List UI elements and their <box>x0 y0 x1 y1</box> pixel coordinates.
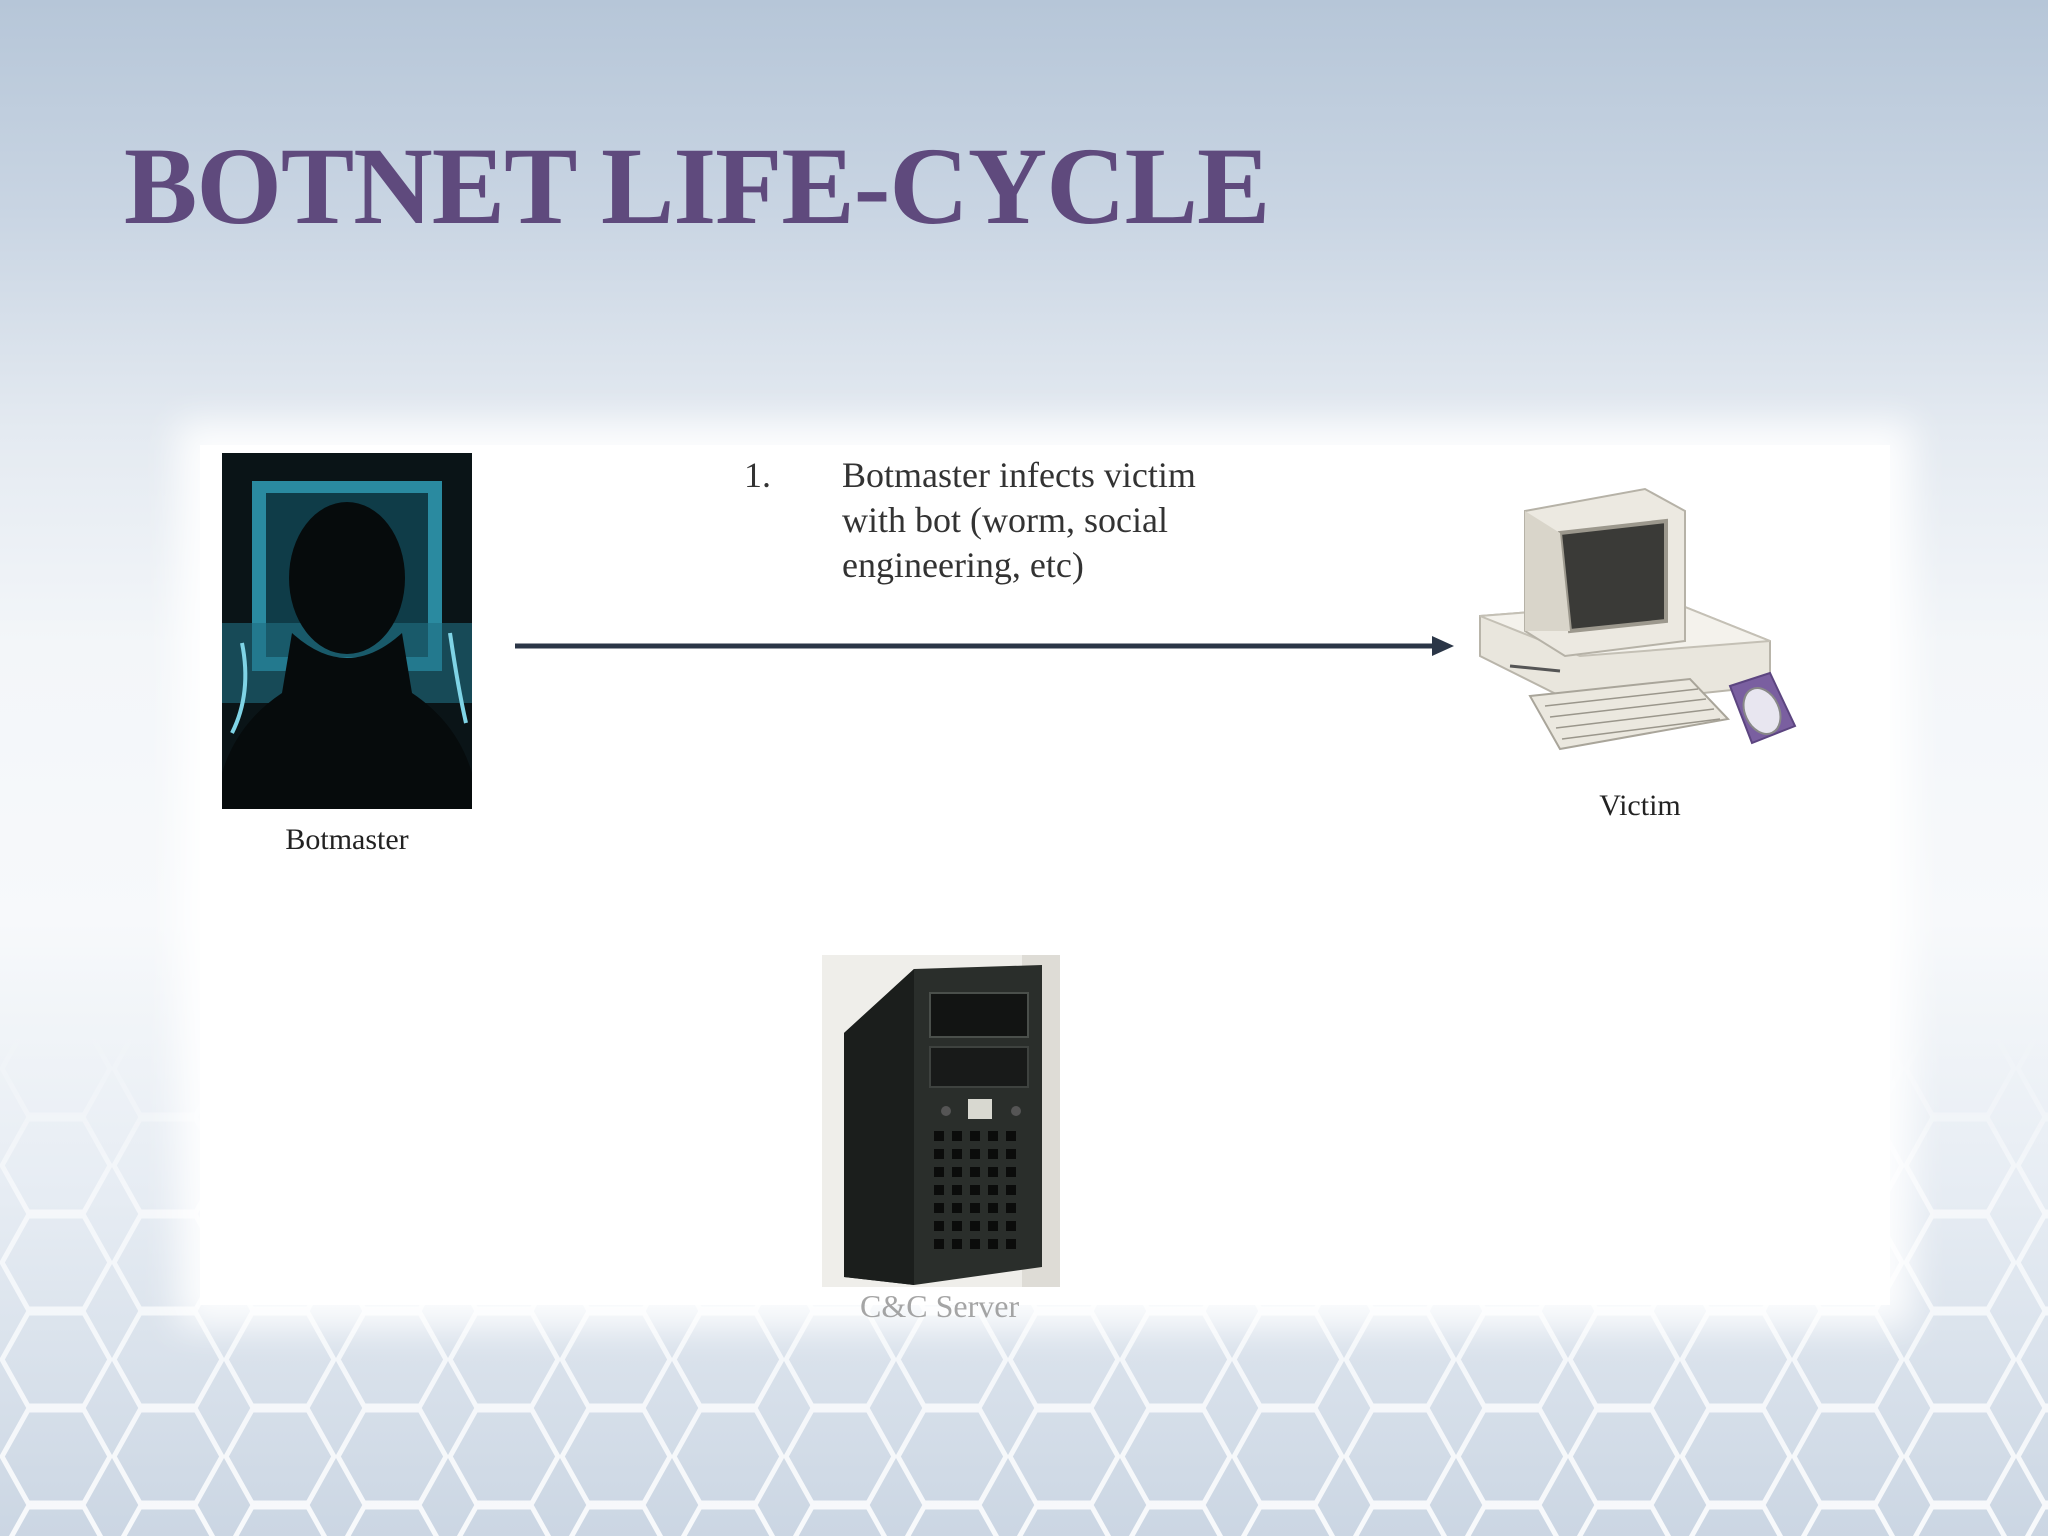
victim-label: Victim <box>1599 789 1681 822</box>
slide-title: BOTNET LIFE-CYCLE <box>124 125 1270 247</box>
server-tower-icon <box>822 955 1060 1287</box>
infection-arrow <box>515 636 1454 656</box>
botmaster-label: Botmaster <box>285 823 409 856</box>
victim-computer <box>1470 481 1810 771</box>
desktop-computer-icon <box>1479 487 1797 751</box>
hacker-silhouette-icon <box>222 453 472 809</box>
step-number: 1. <box>744 455 771 495</box>
diagram-panel: Botmaster 1. Botmaster infects victim wi… <box>200 445 1890 1305</box>
cc-server-tower <box>822 955 1060 1287</box>
step-description: Botmaster infects victim with bot (worm,… <box>842 455 1196 585</box>
botmaster-figure <box>222 453 472 809</box>
cc-server-label: C&C Server <box>860 1288 1020 1324</box>
